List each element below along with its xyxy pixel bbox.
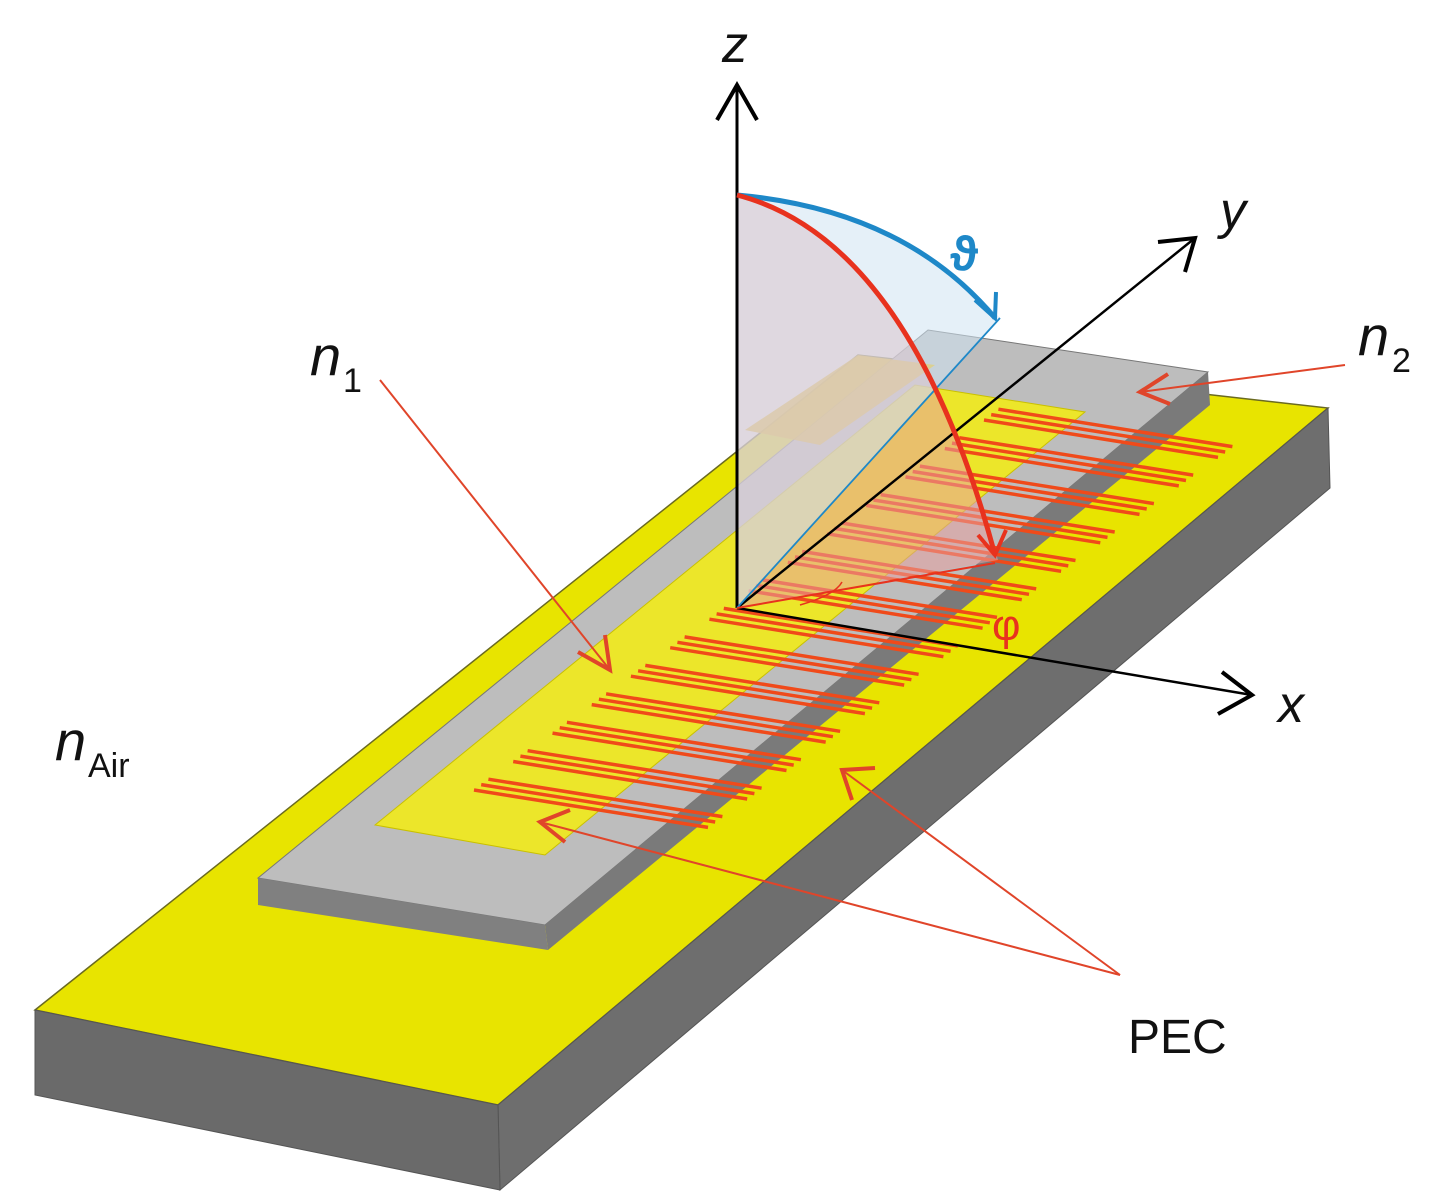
pec-pointer-arrow-2 bbox=[841, 769, 1121, 976]
y-axis-arrowhead bbox=[1157, 235, 1198, 273]
z-axis-arrowhead bbox=[715, 80, 759, 121]
n1-pointer-arrow bbox=[379, 379, 611, 671]
grating-line bbox=[983, 418, 1219, 460]
grating-line bbox=[684, 635, 919, 677]
theta-plane-sector bbox=[737, 195, 1000, 608]
pec-pointer-head-1 bbox=[536, 808, 571, 844]
pec-label: PEC bbox=[1128, 1011, 1227, 1064]
n2-pointer-arrow bbox=[1139, 364, 1346, 393]
grating-line bbox=[990, 412, 1226, 454]
pec-front-face bbox=[34, 1009, 501, 1191]
grating-line bbox=[552, 731, 787, 773]
grating-line bbox=[566, 720, 802, 762]
grating-line bbox=[520, 754, 755, 796]
n2-pointer-head bbox=[1135, 372, 1171, 406]
substrate-right-face bbox=[545, 372, 1210, 950]
grating-line bbox=[480, 782, 716, 824]
n1-pointer-head bbox=[577, 634, 613, 674]
grating-line bbox=[716, 612, 951, 654]
grating-line bbox=[998, 407, 1233, 449]
grating-line bbox=[512, 759, 748, 801]
grating-line bbox=[951, 441, 1187, 483]
n1-label-sub: 1 bbox=[343, 362, 362, 400]
n1-label: n 1 bbox=[310, 324, 362, 400]
grating-line bbox=[488, 777, 723, 819]
grating-line bbox=[645, 663, 880, 705]
grating-line bbox=[598, 697, 834, 739]
theta-arc-arrowhead bbox=[973, 291, 998, 323]
grating-line bbox=[677, 640, 912, 682]
grating-line bbox=[944, 446, 1180, 488]
theta-label: ϑ bbox=[950, 228, 978, 281]
phi-angle-arc bbox=[799, 581, 843, 606]
grating-line bbox=[605, 692, 841, 734]
phi-projection-line bbox=[736, 562, 996, 609]
n2-label-sub: 2 bbox=[1392, 342, 1411, 380]
n1-label-base: n bbox=[310, 324, 341, 387]
substrate-front-face bbox=[258, 878, 548, 950]
y-axis-line bbox=[736, 237, 1196, 609]
grating-line bbox=[630, 674, 866, 716]
x-axis-arrowhead bbox=[1217, 670, 1256, 716]
nair-label-base: n bbox=[55, 709, 86, 772]
n2-label-base: n bbox=[1358, 304, 1389, 367]
grating-line bbox=[591, 702, 826, 744]
x-axis-label: x bbox=[1275, 676, 1306, 734]
phi-label: φ bbox=[992, 601, 1021, 650]
pec-pointer-head-2 bbox=[839, 766, 876, 801]
grating-line bbox=[958, 435, 1194, 477]
theta-projection-line bbox=[736, 317, 1001, 609]
nair-label: n Air bbox=[55, 709, 130, 785]
pec-pointer-arrow-1 bbox=[539, 821, 1121, 976]
grating-line bbox=[637, 669, 873, 710]
phi-arc-arrowhead bbox=[976, 529, 1008, 559]
grating-line bbox=[559, 725, 794, 767]
grating-line bbox=[473, 788, 709, 830]
phi-arc bbox=[736, 192, 998, 556]
theta-arc bbox=[736, 192, 997, 320]
grating-line bbox=[527, 748, 762, 790]
n2-label: n 2 bbox=[1358, 304, 1411, 380]
grating-lines bbox=[473, 407, 1233, 830]
x-axis-line bbox=[736, 606, 1253, 697]
grating-line bbox=[669, 645, 905, 687]
y-axis-label: y bbox=[1217, 182, 1249, 240]
grating-line bbox=[709, 617, 944, 659]
nair-label-sub: Air bbox=[88, 747, 130, 785]
z-axis-label: z bbox=[721, 16, 748, 74]
